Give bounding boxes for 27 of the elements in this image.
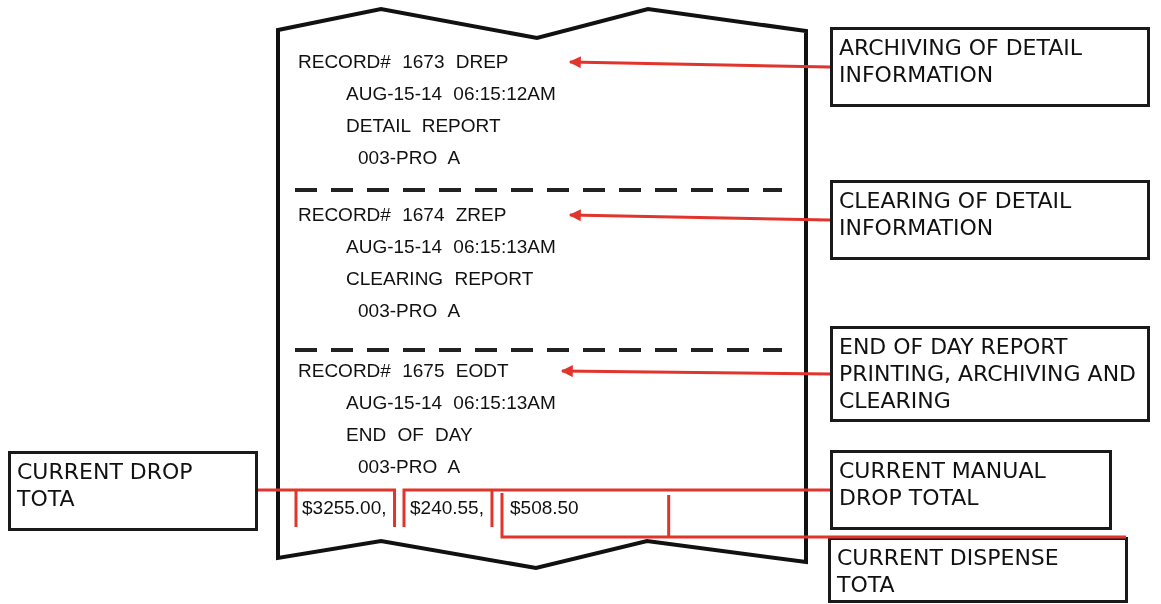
callout-label: CURRENT DROP TOTA: [8, 451, 258, 531]
bracket-leader-line: [256, 488, 397, 529]
receipt-line: CLEARING REPORT: [345, 267, 534, 291]
amount-text: $240.55,: [410, 495, 484, 521]
callout-label: ARCHIVING OF DETAIL INFORMATION: [830, 27, 1150, 107]
callout-label: CLEARING OF DETAIL INFORMATION: [830, 180, 1150, 260]
receipt-line: AUG-15-14 06:15:13AM: [345, 235, 556, 259]
arrow: [560, 365, 830, 378]
receipt-line: 003-PRO A: [357, 146, 461, 170]
amount-text: $3255.00,: [302, 495, 387, 521]
receipt-line: END OF DAY: [345, 423, 473, 447]
receipt-line: RECORD# 1674 ZREP: [298, 203, 507, 227]
callout-label: END OF DAY REPORT PRINTING, ARCHIVING AND CLEARING: [830, 326, 1150, 422]
receipt-line: AUG-15-14 06:15:12AM: [345, 82, 556, 106]
bracket-leader-line: [402, 488, 832, 529]
callout-label: CURRENT DISPENSE TOTA: [828, 537, 1128, 603]
receipt-line: 003-PRO A: [357, 455, 461, 479]
bracket-leader-line: [500, 491, 1128, 539]
receipt-line: 003-PRO A: [357, 299, 461, 323]
arrow: [568, 56, 831, 69]
arrow: [568, 209, 831, 222]
receipt-line: RECORD# 1673 DREP: [298, 50, 509, 74]
receipt-line: RECORD# 1675 EODT: [298, 359, 509, 383]
receipt-line: AUG-15-14 06:15:13AM: [345, 391, 556, 415]
receipt-line: DETAIL REPORT: [345, 114, 501, 138]
callout-label: CURRENT MANUAL DROP TOTAL: [830, 450, 1112, 530]
amount-text: $508.50: [510, 495, 579, 521]
